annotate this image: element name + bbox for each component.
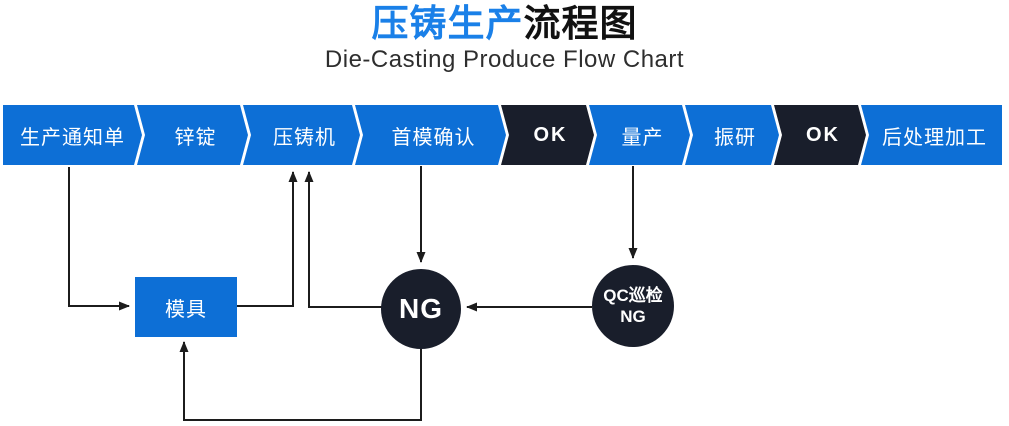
page-title-highlight: 压铸生产	[371, 3, 524, 44]
flow-step: 振研	[685, 105, 779, 165]
flow-step: 锌锭	[137, 105, 248, 165]
flow-step: 后处理加工	[861, 105, 1002, 165]
flow-step: OK	[501, 105, 594, 165]
page-subtitle: Die-Casting Produce Flow Chart	[324, 46, 685, 73]
arrow-ng-to-machine	[304, 171, 382, 308]
flow-step: 首模确认	[355, 105, 506, 165]
mold-node: 模具	[135, 277, 237, 337]
qc-inspection-ng-node: QC巡检 NG	[592, 265, 674, 347]
flow-step: 量产	[589, 105, 690, 165]
arrow-notice-to-mold	[68, 167, 130, 311]
mold-label: 模具	[165, 298, 207, 321]
arrow-mold-to-machine	[237, 171, 298, 307]
ng-label: NG	[399, 293, 443, 324]
flow-step: 压铸机	[243, 105, 360, 165]
page-title: 压铸生产流程图	[0, 2, 1009, 46]
flow-step: OK	[774, 105, 866, 165]
flow-step: 生产通知单	[3, 105, 142, 165]
qc-label-line1: QC巡检	[603, 286, 663, 305]
qc-label-line2: NG	[620, 307, 646, 326]
page-title-rest: 流程图	[523, 3, 638, 44]
arrow-ng-to-mold-loop	[179, 341, 422, 421]
ng-node: NG	[381, 269, 461, 349]
